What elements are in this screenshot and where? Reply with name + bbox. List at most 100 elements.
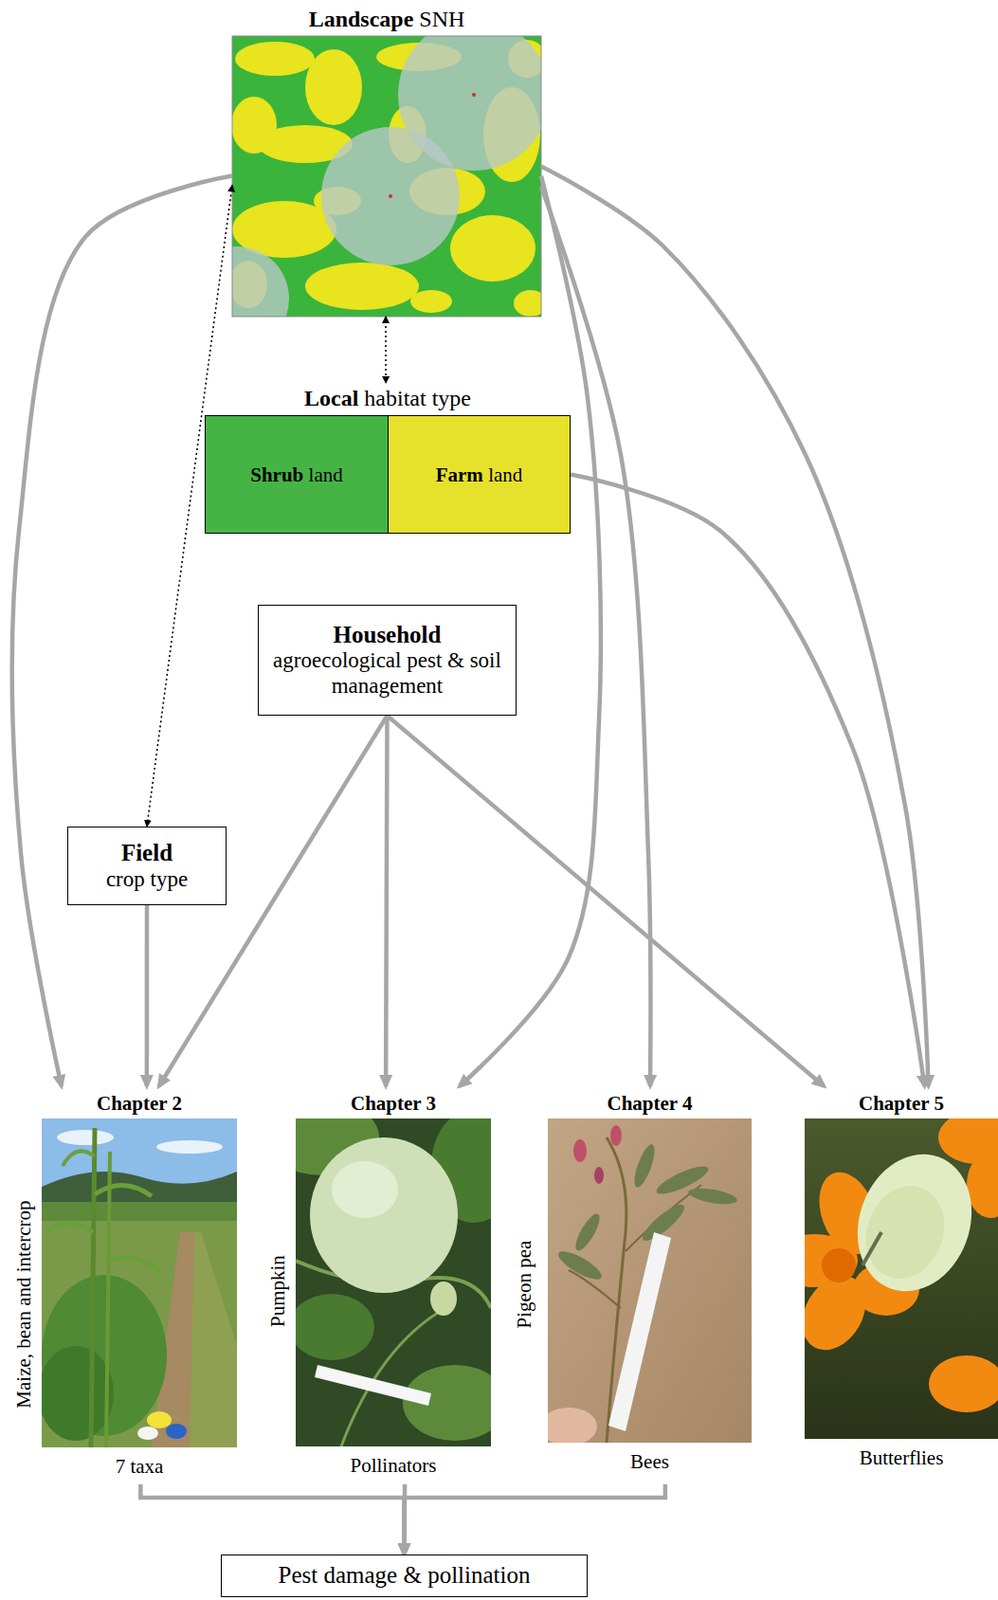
- pigeon-pea-photo-part: [625, 1184, 702, 1252]
- node-text: SNH: [418, 6, 465, 32]
- maize-field-photo-part: [41, 1118, 237, 1187]
- dotted-connector: [384, 316, 387, 383]
- butterfly-photo-part-part: [804, 1233, 858, 1288]
- pigeon-pea-photo-part: [547, 1118, 752, 1443]
- butterfly-photo-part-part: [852, 1262, 920, 1316]
- landscape-map-part-part-part: [321, 127, 460, 266]
- landscape-map-part-part-part: [513, 290, 542, 317]
- connector-arrow: [12, 176, 233, 1088]
- habitat-box: Shrubland: [204, 415, 389, 534]
- node-text: land: [488, 459, 523, 490]
- pumpkin-photo-part: [341, 1307, 446, 1447]
- butterfly-photo-part: [862, 1232, 882, 1266]
- maize-field-photo-part: [41, 1274, 167, 1436]
- chapter-head: Chapter 4: [547, 1091, 752, 1115]
- butterfly-photo: [804, 1118, 998, 1439]
- connector-arrow: [387, 715, 825, 1087]
- maize-field-photo-part: [62, 1150, 95, 1166]
- maize-field-photo-part: [90, 1127, 95, 1448]
- landscape-map-part-part-part: [305, 49, 363, 126]
- pumpkin-photo-part: [309, 1137, 458, 1293]
- chapter-panel: Chapter 5 Butterflies: [804, 1086, 998, 1485]
- landscape-map-part-part-part: [305, 262, 419, 310]
- chapter-head: Chapter 5: [804, 1091, 998, 1115]
- process-box: Fieldcrop type: [67, 826, 227, 906]
- landscape-map-part-part-part: [483, 87, 541, 182]
- landscape-map-part: [232, 36, 542, 317]
- maize-field-photo-part: [41, 1171, 237, 1206]
- maize-field-photo-part: [41, 1345, 114, 1441]
- landscape-map-part-part: [388, 194, 393, 199]
- chapter-panel: Chapter 4 Pigeon peaBees: [511, 1086, 752, 1485]
- maize-field-photo-part: [94, 1184, 152, 1197]
- landscape-map-part-part: [232, 39, 542, 317]
- landscape-map-part-part-part: [232, 96, 277, 154]
- pumpkin-photo-part: [295, 1260, 491, 1308]
- connector-arrow: [541, 186, 651, 1087]
- chapter-head: Chapter 3: [295, 1091, 491, 1115]
- node-heading: Shrub: [250, 459, 304, 490]
- node-heading: Local: [304, 385, 359, 411]
- connector-arrow: [570, 474, 925, 1088]
- connector-arrow: [145, 905, 150, 1087]
- maize-field-photo-part: [156, 1140, 223, 1154]
- maize-field-photo-part: [165, 1423, 187, 1439]
- connector-arrow: [385, 715, 387, 1087]
- pigeon-pea-photo-part-part: [630, 1142, 659, 1190]
- chapter-foot: 7 taxa: [41, 1454, 237, 1478]
- butterfly-photo-part: [852, 1174, 957, 1289]
- pumpkin-photo-part: [431, 1118, 491, 1223]
- node-heading: Pest damage & pollination: [278, 1561, 531, 1590]
- outcome-box: Pest damage & pollination: [220, 1554, 588, 1597]
- landscape-map-part-part-part: [232, 246, 290, 317]
- landscape-map-part-part: [232, 36, 542, 317]
- pumpkin-photo-part: [430, 1281, 457, 1316]
- node-heading: Household: [333, 621, 442, 650]
- chapter-foot: Butterflies: [804, 1446, 998, 1470]
- landscape-map: [184, 18, 550, 351]
- pigeon-pea-photo-part-part: [554, 1246, 605, 1285]
- maize-field-photo-part: [47, 1222, 93, 1233]
- process-box: Householdagroecological pest & soil mana…: [257, 604, 517, 716]
- maize-field-photo-part: [56, 1129, 114, 1145]
- landscape-map-part-part-part: [235, 41, 315, 76]
- landscape-map-part-part: [232, 36, 542, 317]
- landscape-map-part-part-part: [398, 36, 542, 171]
- pigeon-pea-photo-part-part: [637, 1199, 689, 1246]
- chapter-foot: Bees: [547, 1450, 752, 1473]
- node-heading: Farm: [435, 459, 484, 490]
- habitat-group: Localhabitat typeShrublandFarmland: [204, 382, 571, 534]
- butterfly-photo-part-part: [808, 1163, 888, 1263]
- pumpkin-photo-part: [331, 1161, 399, 1218]
- landscape-map-part-part: [471, 92, 476, 97]
- landscape-map: LandscapeSNH: [232, 3, 542, 317]
- landscape-map-part: [232, 36, 542, 317]
- pigeon-pea-photo-part: [554, 1142, 738, 1285]
- butterfly-photo-part-part: [804, 1264, 879, 1362]
- maize-field-photo-part: [146, 1411, 172, 1429]
- pigeon-pea-photo-part-part: [653, 1161, 711, 1199]
- chapter-side: Pigeon pea: [512, 1240, 536, 1329]
- chapter-side: Maize, bean and intercrop: [11, 1199, 35, 1408]
- chapter-foot: Pollinators: [295, 1453, 491, 1477]
- pumpkin-photo-part: [402, 1364, 491, 1441]
- pumpkin-photo-part: [295, 1293, 375, 1361]
- chapter-panel: Chapter 3PumpkinPollinators: [265, 1086, 491, 1485]
- landscape-map-part-part-part: [232, 200, 337, 258]
- maize-field-photo-part: [106, 1151, 110, 1448]
- butterfly-photo-part-part: [966, 1151, 998, 1218]
- maize-field-photo-part: [151, 1232, 237, 1448]
- landscape-map-part-part-part: [409, 167, 486, 216]
- maize-field-photo-part: [108, 1257, 162, 1275]
- butterfly-photo-part: [804, 1118, 998, 1439]
- butterfly-photo-part-part: [938, 1118, 998, 1164]
- node-text: land: [308, 459, 344, 490]
- habitat-box: Farmland: [388, 415, 571, 534]
- node-heading: Field: [121, 839, 173, 868]
- connector-arrow: [404, 1484, 666, 1555]
- pigeon-pea-photo-part-part: [687, 1185, 739, 1208]
- pigeon-pea-photo-part: [547, 1407, 598, 1443]
